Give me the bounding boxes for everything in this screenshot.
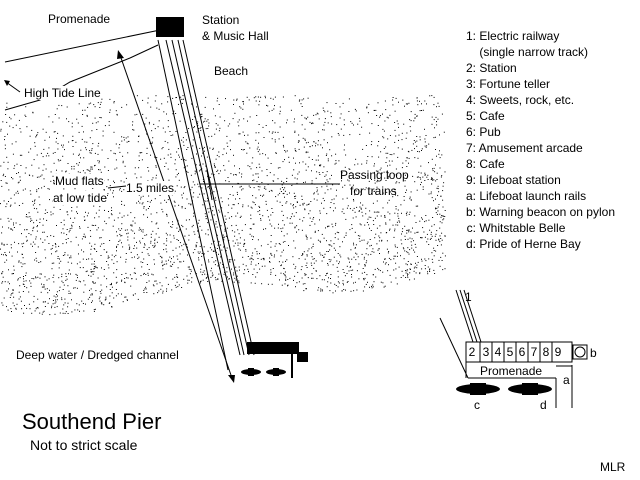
inset-label-d: d xyxy=(540,398,547,412)
legend-text: (single narrow track) xyxy=(479,45,589,59)
legend-key: 2: xyxy=(465,61,476,75)
legend-key: c: xyxy=(466,221,476,235)
legend-key: d: xyxy=(465,237,476,251)
pier-edge-right xyxy=(182,39,255,356)
distance-label: 1.5 miles xyxy=(126,181,175,195)
inset-cell-8: 8 xyxy=(542,345,550,359)
legend-key: 8: xyxy=(465,157,476,171)
inset-cell-2: 2 xyxy=(468,345,476,359)
inset-rail-label: 1 xyxy=(465,290,472,304)
deep-water-label: Deep water / Dredged channel xyxy=(16,348,179,362)
pier-head xyxy=(247,342,299,354)
station-label-2: & Music Hall xyxy=(202,29,269,43)
inset-cell-5: 5 xyxy=(506,345,514,359)
distance-arrow xyxy=(119,54,233,379)
legend-key: b: xyxy=(465,205,476,219)
beach-label: Beach xyxy=(214,64,249,78)
railway-track-a xyxy=(171,39,245,356)
diagram-subtitle: Not to strict scale xyxy=(30,437,138,453)
legend-item: 5: Cafe xyxy=(460,108,505,124)
passing-loop-label-2: for trains xyxy=(350,184,397,198)
legend-item: 1: Electric railway xyxy=(460,28,559,44)
high-tide-label: High Tide Line xyxy=(24,86,101,100)
legend-text: Electric railway xyxy=(479,29,560,43)
legend-item: 9: Lifeboat station xyxy=(460,172,561,188)
pier-edge-inner xyxy=(165,39,241,356)
diagram-title: Southend Pier xyxy=(22,409,162,434)
legend-text: Lifeboat station xyxy=(479,173,561,187)
legend-item: (single narrow track) xyxy=(460,44,588,60)
legend-item: 6: Pub xyxy=(460,124,501,140)
passing-loop-label-1: Passing loop xyxy=(340,168,409,182)
legend-item: c: Whitstable Belle xyxy=(460,220,566,236)
legend-item: 2: Station xyxy=(460,60,517,76)
legend-item: 8: Cafe xyxy=(460,156,505,172)
promenade-label: Promenade xyxy=(48,12,111,26)
mud-label-1: Mud flats xyxy=(55,174,104,188)
legend-text: Amusement arcade xyxy=(478,141,583,155)
station-building xyxy=(156,17,184,37)
legend-text: Pub xyxy=(479,125,501,139)
legend-key: 1: xyxy=(465,29,476,43)
legend-text: Warning beacon on pylon xyxy=(479,205,615,219)
legend-text: Lifeboat launch rails xyxy=(479,189,587,203)
legend-key: 6: xyxy=(465,125,476,139)
legend-text: Fortune teller xyxy=(479,77,551,91)
pier-head-inset xyxy=(439,289,588,408)
legend-item: 3: Fortune teller xyxy=(460,76,550,92)
pier-edge-left xyxy=(157,39,229,371)
inset-cell-4: 4 xyxy=(494,345,502,359)
legend-text: Pride of Herne Bay xyxy=(479,237,581,251)
author-credit: MLR xyxy=(600,460,626,474)
legend-text: Cafe xyxy=(479,109,505,123)
legend-key: 4: xyxy=(465,93,476,107)
inset-promenade-label: Promenade xyxy=(480,364,543,378)
legend-key: a: xyxy=(465,189,476,203)
inset-label-b: b xyxy=(590,346,597,360)
inset-label-c: c xyxy=(474,398,480,412)
inset-cell-7: 7 xyxy=(530,345,538,359)
promenade-line xyxy=(4,29,161,63)
mud-flats-stipple xyxy=(0,95,446,316)
legend-text: Sweets, rock, etc. xyxy=(479,93,575,107)
inset-cell-6: 6 xyxy=(518,345,526,359)
inset-label-a: a xyxy=(563,373,570,387)
legend-key: 9: xyxy=(465,173,476,187)
legend-item: a: Lifeboat launch rails xyxy=(460,188,586,204)
legend-key: 3: xyxy=(465,77,476,91)
legend-text: Cafe xyxy=(479,157,505,171)
legend-key: 7: xyxy=(465,141,476,155)
inset-cell-3: 3 xyxy=(482,345,490,359)
legend-text: Whitstable Belle xyxy=(479,221,566,235)
legend-key: 5: xyxy=(465,109,476,123)
inset-cell-9: 9 xyxy=(554,345,562,359)
legend-item: d: Pride of Herne Bay xyxy=(460,236,581,252)
legend-item: 4: Sweets, rock, etc. xyxy=(460,92,574,108)
legend-text: Station xyxy=(479,61,517,75)
mud-label-2: at low tide xyxy=(53,191,108,205)
railway-track-b xyxy=(177,39,250,356)
high-tide-line xyxy=(4,44,159,111)
station-label-1: Station xyxy=(202,13,240,27)
legend-item: b: Warning beacon on pylon xyxy=(460,204,615,220)
legend-item: 7: Amusement arcade xyxy=(460,140,583,156)
